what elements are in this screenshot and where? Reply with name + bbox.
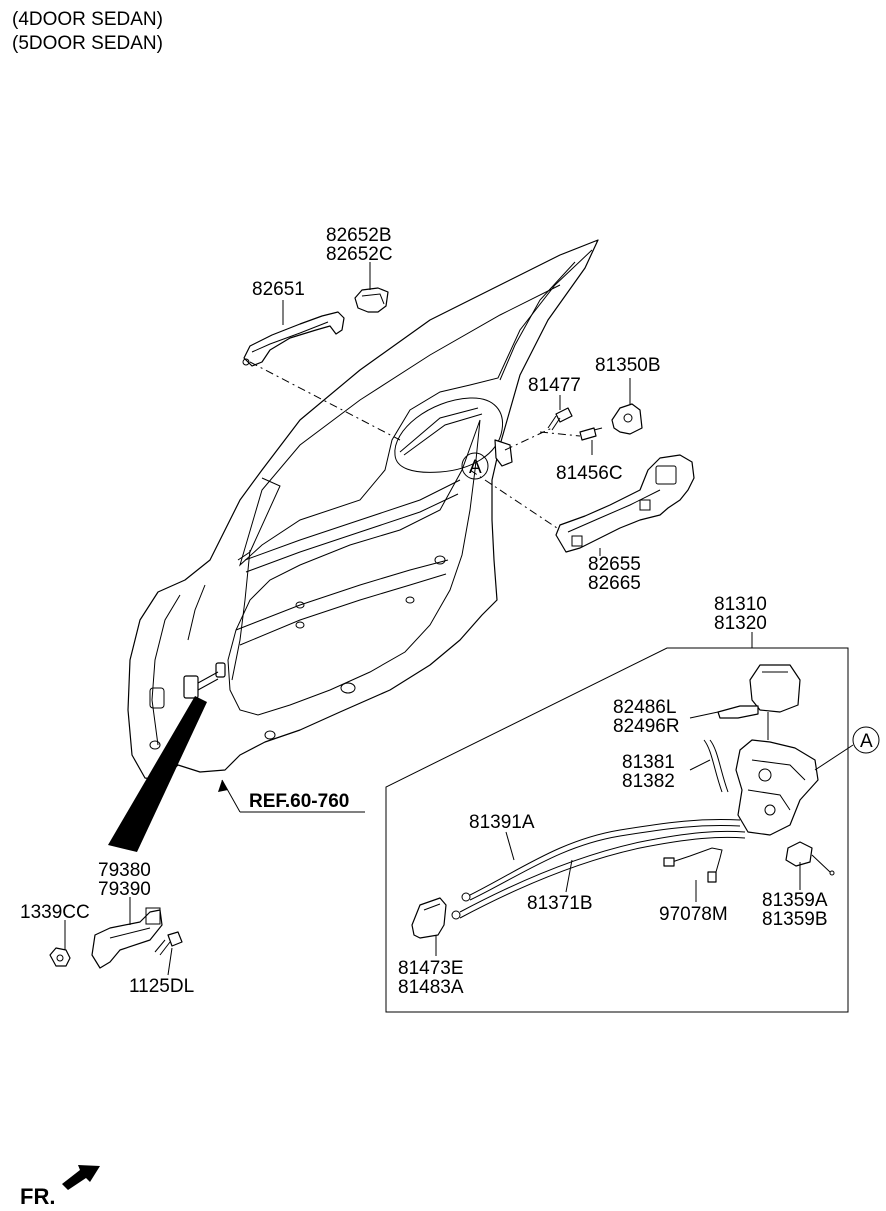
front-arrow-icon bbox=[62, 1165, 100, 1190]
label-81310: 81310 bbox=[714, 594, 767, 615]
outside-handle bbox=[242, 311, 345, 367]
label-81473e: 81473E bbox=[398, 958, 464, 979]
cable-81371b bbox=[451, 830, 746, 920]
label-81456c: 81456C bbox=[556, 463, 623, 484]
label-81371b: 81371B bbox=[527, 893, 593, 914]
detail-box bbox=[385, 647, 849, 1013]
actuator-81359a bbox=[785, 841, 835, 876]
label-82655: 82655 bbox=[588, 554, 641, 575]
cable-81391a bbox=[461, 818, 741, 902]
label-81391a: 81391A bbox=[469, 812, 535, 833]
label-82652c: 82652C bbox=[326, 244, 393, 265]
callout-a-door: A bbox=[461, 452, 489, 480]
assembly-line-handle bbox=[249, 361, 401, 441]
label-81359b: 81359B bbox=[762, 909, 828, 930]
label-81382: 81382 bbox=[622, 771, 675, 792]
label-1125dl: 1125DL bbox=[129, 976, 194, 997]
sensor-97078m bbox=[663, 847, 723, 883]
label-82486l: 82486L bbox=[613, 697, 676, 718]
svg-text:FR.: FR. bbox=[20, 1184, 55, 1209]
label-81350b: 81350B bbox=[595, 355, 661, 376]
svg-text:A: A bbox=[469, 457, 482, 478]
label-81359a: 81359A bbox=[762, 890, 828, 911]
label-79390: 79390 bbox=[98, 879, 151, 900]
label-1339cc: 1339CC bbox=[20, 902, 90, 923]
label-82651: 82651 bbox=[252, 279, 305, 300]
svg-text:A: A bbox=[860, 731, 873, 752]
screw-81456c bbox=[579, 427, 603, 441]
inside-handle-81473e bbox=[411, 897, 447, 939]
label-97078m: 97078M bbox=[659, 904, 728, 925]
assembly-line-frame bbox=[469, 469, 561, 531]
door-check-79380 bbox=[91, 907, 163, 969]
label-81483a: 81483A bbox=[398, 977, 464, 998]
door-latch-assembly bbox=[735, 664, 819, 836]
assembly-line-screw2 bbox=[539, 431, 581, 437]
label-81381: 81381 bbox=[622, 752, 675, 773]
callout-a-box: A bbox=[814, 726, 880, 771]
header-line-4door: (4DOOR SEDAN) bbox=[12, 9, 163, 30]
front-door-panel bbox=[127, 239, 599, 781]
bolt-1125dl bbox=[154, 931, 183, 956]
front-direction-marker: FR. bbox=[20, 1165, 100, 1209]
latch-bracket-82486l bbox=[717, 705, 759, 719]
handle-frame-82655 bbox=[555, 454, 695, 553]
nut-1339cc bbox=[49, 947, 71, 967]
label-81477: 81477 bbox=[528, 375, 581, 396]
label-81320: 81320 bbox=[714, 613, 767, 634]
assembly-line-screw bbox=[504, 427, 553, 451]
bracket-81350b bbox=[611, 403, 643, 435]
ref-label: REF.60-760 bbox=[249, 791, 349, 812]
handle-cover-cap bbox=[354, 287, 389, 313]
label-82652b: 82652B bbox=[326, 225, 392, 246]
label-82496r: 82496R bbox=[613, 716, 680, 737]
black-leader-arrow bbox=[108, 696, 207, 852]
screw-81477 bbox=[547, 407, 573, 431]
header-line-5door: (5DOOR SEDAN) bbox=[12, 33, 163, 54]
leader-lines bbox=[64, 262, 801, 976]
label-82665: 82665 bbox=[588, 573, 641, 594]
label-79380: 79380 bbox=[98, 860, 151, 881]
latch-rod-81381 bbox=[703, 739, 729, 793]
